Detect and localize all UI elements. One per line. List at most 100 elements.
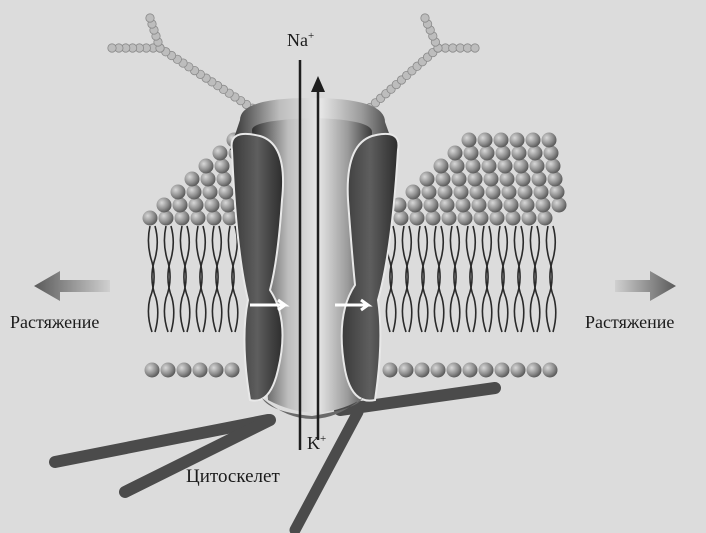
- lipid-head: [440, 198, 455, 213]
- lipid-head: [225, 363, 240, 378]
- glycan-bead: [471, 44, 479, 52]
- lipid-head: [532, 172, 547, 187]
- lipid-head: [399, 363, 414, 378]
- lipid-head: [161, 363, 176, 378]
- lipid-head: [217, 172, 232, 187]
- lipid-head: [552, 198, 567, 213]
- stretch-arrow-left: [34, 271, 110, 301]
- lipid-head: [187, 185, 202, 200]
- sodium-ion-label: Na+: [287, 30, 314, 51]
- lipid-head: [506, 211, 521, 226]
- lipid-head: [157, 198, 172, 213]
- lipid-head: [205, 198, 220, 213]
- lipid-head: [550, 185, 565, 200]
- lipid-head: [534, 185, 549, 200]
- cytoskeleton-filaments: [55, 388, 495, 530]
- lipid-head: [215, 159, 230, 174]
- lipid-head: [145, 363, 160, 378]
- lipid-head: [422, 185, 437, 200]
- lipid-head: [546, 159, 561, 174]
- lipid-head: [548, 172, 563, 187]
- lipid-head: [498, 159, 513, 174]
- ion-channel: [230, 98, 398, 419]
- lipid-head: [464, 146, 479, 161]
- lipid-head: [488, 198, 503, 213]
- lipid-head: [482, 159, 497, 174]
- lipid-head: [522, 211, 537, 226]
- lipid-head: [544, 146, 559, 161]
- lipid-head: [454, 185, 469, 200]
- sodium-charge: +: [308, 30, 314, 42]
- lipid-head: [466, 159, 481, 174]
- potassium-arrowhead: [311, 76, 325, 92]
- lipid-head: [438, 185, 453, 200]
- potassium-symbol: K: [307, 433, 320, 453]
- lipid-head: [448, 146, 463, 161]
- lipid-head: [538, 211, 553, 226]
- lipid-head: [530, 159, 545, 174]
- lipid-head: [543, 363, 558, 378]
- lipid-head: [199, 159, 214, 174]
- lipid-head: [504, 198, 519, 213]
- lipid-head: [463, 363, 478, 378]
- lipid-head: [424, 198, 439, 213]
- lipid-head: [408, 198, 423, 213]
- lipid-head: [494, 133, 509, 148]
- lipid-head: [490, 211, 505, 226]
- lipid-head: [458, 211, 473, 226]
- glycan-bead: [421, 14, 429, 22]
- lipid-head: [189, 198, 204, 213]
- lipid-head: [516, 172, 531, 187]
- lipid-head: [478, 133, 493, 148]
- lipid-head: [175, 211, 190, 226]
- lipid-head: [514, 159, 529, 174]
- lipid-head: [472, 198, 487, 213]
- stretch-label-right: Растяжение: [585, 312, 674, 333]
- lipid-head: [442, 211, 457, 226]
- lipid-head: [191, 211, 206, 226]
- lipid-head: [447, 363, 462, 378]
- lipid-head: [470, 185, 485, 200]
- lipid-head: [480, 146, 495, 161]
- lipid-head: [496, 146, 511, 161]
- lipid-head: [542, 133, 557, 148]
- stretch-arrow-right: [615, 271, 676, 301]
- lipid-head: [436, 172, 451, 187]
- lipid-head: [426, 211, 441, 226]
- lipid-head: [527, 363, 542, 378]
- lipid-head: [213, 146, 228, 161]
- lipid-head: [209, 363, 224, 378]
- lipid-head: [462, 133, 477, 148]
- lipid-head: [420, 172, 435, 187]
- lipid-head: [434, 159, 449, 174]
- lipid-head: [193, 363, 208, 378]
- lipid-head: [177, 363, 192, 378]
- lipid-head: [203, 185, 218, 200]
- lipid-head: [431, 363, 446, 378]
- lipid-head: [474, 211, 489, 226]
- lipid-head: [511, 363, 526, 378]
- lipid-head: [520, 198, 535, 213]
- channel-left-subunit: [232, 134, 284, 401]
- lipid-head: [143, 211, 158, 226]
- lipid-head: [495, 363, 510, 378]
- lipid-head: [486, 185, 501, 200]
- cytoskeleton-label: Цитоскелет: [186, 466, 280, 488]
- lipid-head: [415, 363, 430, 378]
- glycan-bead: [108, 44, 116, 52]
- lipid-head: [468, 172, 483, 187]
- lipid-head: [528, 146, 543, 161]
- lipid-head: [510, 133, 525, 148]
- lipid-head: [185, 172, 200, 187]
- lipid-head: [452, 172, 467, 187]
- lipid-head: [518, 185, 533, 200]
- lipid-head: [207, 211, 222, 226]
- lipid-head: [201, 172, 216, 187]
- lipid-head: [406, 185, 421, 200]
- potassium-ion-label: K+: [307, 433, 326, 454]
- glycan-bead: [146, 14, 154, 22]
- lipid-head: [456, 198, 471, 213]
- lipid-head: [512, 146, 527, 161]
- lipid-head: [159, 211, 174, 226]
